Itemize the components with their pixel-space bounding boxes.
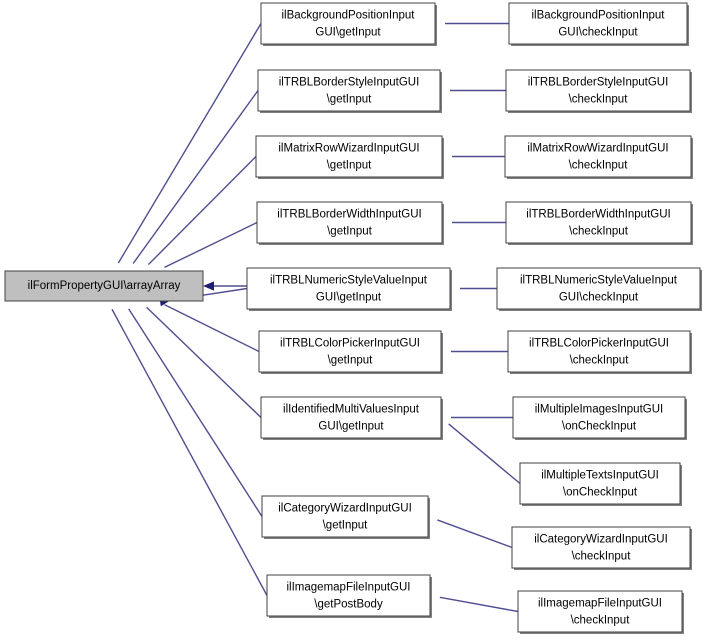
node-label-line1: ilTRBLNumericStyleValueInput bbox=[270, 275, 428, 287]
graph-node[interactable]: ilMatrixRowWizardInputGUI \checkInput bbox=[504, 135, 693, 179]
node-label-line1: ilTRBLColorPickerInputGUI bbox=[529, 338, 669, 350]
edge-m9-to-center bbox=[97, 288, 268, 596]
node-rect[interactable] bbox=[266, 574, 431, 617]
graph-node[interactable]: ilTRBLNumericStyleValueInputGUI\checkInp… bbox=[496, 267, 702, 311]
node-label-line2: \onCheckInput bbox=[563, 487, 638, 499]
node-rect[interactable] bbox=[246, 267, 451, 310]
edge-center-entry bbox=[203, 281, 247, 291]
node-label-line1: ilMultipleTextsInputGUI bbox=[541, 470, 659, 482]
node-label-line2: GUI\getInput bbox=[315, 27, 381, 39]
node-label-line1: ilIdentifiedMultiValuesInput bbox=[283, 404, 420, 416]
node-rect[interactable] bbox=[504, 135, 692, 178]
graph-node[interactable]: ilImagemapFileInputGUI \getPostBody bbox=[266, 574, 432, 618]
node-rect[interactable] bbox=[261, 495, 429, 538]
node-rect[interactable] bbox=[496, 267, 701, 310]
node-label-line2: GUI\checkInput bbox=[559, 292, 639, 304]
graph-node[interactable]: ilTRBLBorderWidthInputGUI \checkInput bbox=[505, 201, 693, 245]
node-label-line1: ilMultipleImagesInputGUI bbox=[535, 404, 663, 416]
node-label-line1: ilMatrixRowWizardInputGUI bbox=[278, 143, 419, 155]
node-rect[interactable] bbox=[512, 396, 686, 439]
node-rect[interactable] bbox=[519, 462, 681, 505]
node-label-line1: ilMatrixRowWizardInputGUI bbox=[527, 143, 668, 155]
graph-node[interactable]: ilTRBLBorderWidthInputGUI \getInput bbox=[256, 201, 444, 245]
node-label-line2: \getInput bbox=[328, 355, 374, 367]
edge-m7-to-center bbox=[127, 289, 262, 419]
node-label-line2: \getInput bbox=[323, 520, 369, 532]
node-label-line1: ilTRBLBorderStyleInputGUI bbox=[528, 77, 669, 89]
node-rect[interactable] bbox=[255, 135, 443, 178]
node-rect[interactable] bbox=[508, 2, 688, 45]
node-label-line1: ilTRBLNumericStyleValueInput bbox=[520, 275, 678, 287]
node-label-line2: \getInput bbox=[327, 160, 373, 172]
node-label-line1: ilImagemapFileInputGUI bbox=[287, 582, 411, 594]
edge-m1-to-center bbox=[103, 23, 262, 284]
node-label-line2: \getPostBody bbox=[314, 599, 383, 611]
node-label-line2: GUI\getInput bbox=[316, 292, 382, 304]
node-label-line1: ilCategoryWizardInputGUI bbox=[278, 503, 412, 515]
nodes-layer: ilBackgroundPositionInputGUI\getInputilT… bbox=[4, 2, 702, 634]
node-label-line1: ilImagemapFileInputGUI bbox=[538, 598, 662, 610]
node-label-line2: GUI\getInput bbox=[318, 421, 384, 433]
edge-r9-to-m8 bbox=[416, 508, 513, 549]
node-label-line1: ilTRBLBorderStyleInputGUI bbox=[279, 77, 420, 89]
node-label-line2: \checkInput bbox=[571, 615, 631, 627]
node-rect[interactable] bbox=[507, 330, 691, 373]
graph-node[interactable]: ilMultipleTextsInputGUI \onCheckInput bbox=[519, 462, 682, 506]
node-rect[interactable] bbox=[260, 2, 436, 45]
edge-m2-to-center bbox=[116, 90, 259, 284]
node-label-line2: \getInput bbox=[327, 226, 373, 238]
edge-m8-to-center bbox=[113, 288, 263, 517]
edge-r10-to-m9 bbox=[418, 589, 519, 613]
node-rect[interactable] bbox=[258, 330, 442, 373]
node-label-line2: \checkInput bbox=[569, 160, 629, 172]
edge-center-entry-arrowhead bbox=[203, 281, 214, 291]
graph-node[interactable]: ilTRBLBorderStyleInputGUI \checkInput bbox=[505, 69, 692, 113]
node-rect[interactable] bbox=[517, 590, 683, 633]
node-label-line2: \checkInput bbox=[570, 355, 630, 367]
node-rect[interactable] bbox=[257, 69, 441, 112]
node-rect[interactable] bbox=[511, 526, 691, 569]
node-label-line1: ilBackgroundPositionInput bbox=[282, 10, 416, 22]
node-label-line2: \checkInput bbox=[569, 226, 629, 238]
node-rect[interactable] bbox=[260, 396, 442, 439]
graph-node[interactable]: ilTRBLColorPickerInputGUI \checkInput bbox=[507, 330, 692, 374]
node-label-line1: ilBackgroundPositionInput bbox=[532, 10, 666, 22]
node-rect[interactable] bbox=[505, 69, 691, 112]
graph-node[interactable]: ilImagemapFileInputGUI \checkInput bbox=[517, 590, 684, 634]
node-rect[interactable] bbox=[256, 201, 443, 244]
node-label-line1: ilCategoryWizardInputGUI bbox=[534, 534, 668, 546]
node-label-line1: ilTRBLBorderWidthInputGUI bbox=[526, 209, 670, 221]
node-label-line2: \checkInput bbox=[572, 551, 632, 563]
graph-node[interactable]: ilCategoryWizardInputGUI \getInput bbox=[261, 495, 430, 539]
graph-node[interactable]: ilMultipleImagesInputGUI \onCheckInput bbox=[512, 396, 687, 440]
edge-m3-to-center bbox=[129, 156, 257, 284]
node-label-line2: \onCheckInput bbox=[562, 421, 637, 433]
node-label-line1: ilFormPropertyGUI\arrayArray bbox=[28, 280, 181, 292]
graph-node[interactable]: ilCategoryWizardInputGUI \checkInput bbox=[511, 526, 692, 570]
graph-node[interactable]: ilTRBLBorderStyleInputGUI \getInput bbox=[257, 69, 442, 113]
node-label-line2: \getInput bbox=[327, 94, 373, 106]
node-label-line2: \checkInput bbox=[569, 94, 629, 106]
node-label-line2: GUI\checkInput bbox=[558, 27, 638, 39]
node-label-line1: ilTRBLBorderWidthInputGUI bbox=[277, 209, 421, 221]
node-rect[interactable] bbox=[505, 201, 692, 244]
graph-node-center[interactable]: ilFormPropertyGUI\arrayArray bbox=[4, 270, 204, 302]
node-rect[interactable] bbox=[4, 270, 204, 302]
node-label-line1: ilTRBLColorPickerInputGUI bbox=[280, 338, 420, 350]
graph-node[interactable]: ilTRBLColorPickerInputGUI \getInput bbox=[258, 330, 443, 374]
edge-r8-to-m7 bbox=[429, 406, 521, 485]
graph-node[interactable]: ilMatrixRowWizardInputGUI \getInput bbox=[255, 135, 444, 179]
